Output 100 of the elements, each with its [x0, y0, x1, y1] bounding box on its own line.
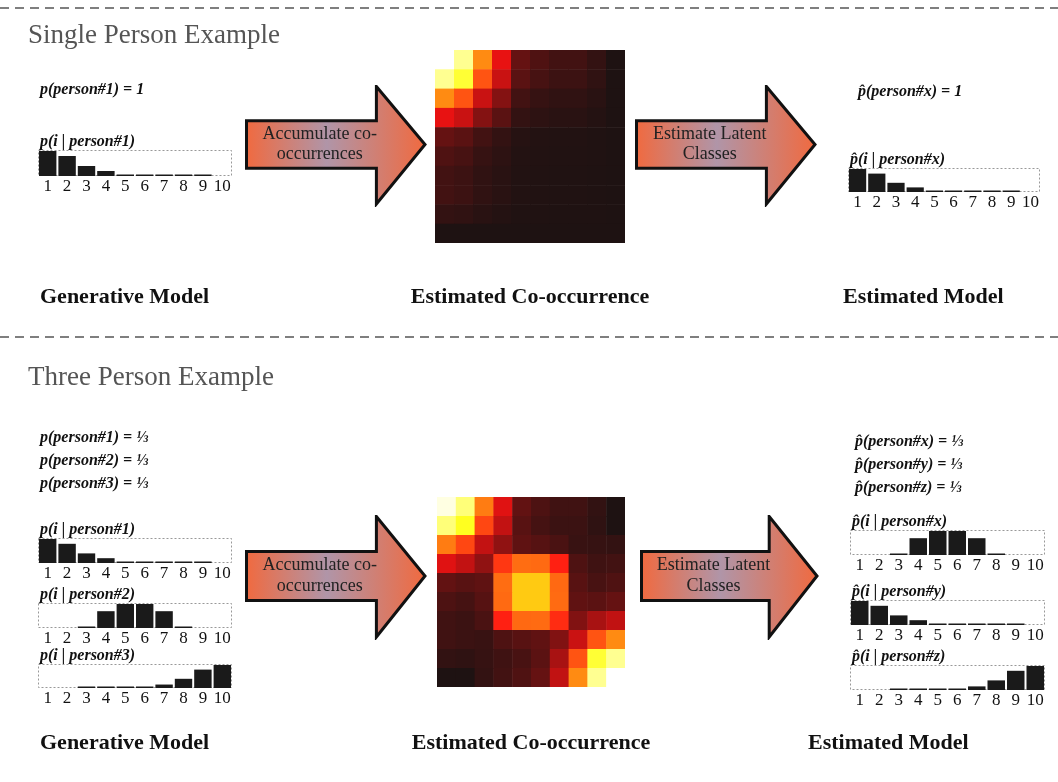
- tick-label: 1: [42, 564, 53, 583]
- panel-caption: Generative Model: [40, 284, 210, 309]
- tick-label: 3: [893, 626, 904, 645]
- tick-label: 10: [212, 564, 232, 583]
- chart-title: p(i | person#1): [40, 132, 136, 150]
- tick-label: 9: [1010, 626, 1021, 645]
- tick-label: 7: [967, 193, 979, 212]
- chart-title: p(i | person#3): [40, 646, 136, 664]
- tick-label: 2: [61, 564, 73, 583]
- tick-label: 5: [120, 689, 131, 708]
- tick-label: 6: [139, 629, 150, 648]
- tick-label: 6: [948, 193, 959, 212]
- tick-label: 8: [178, 177, 189, 196]
- tick-label: 1: [854, 691, 865, 710]
- tick-label: 5: [120, 177, 131, 196]
- tick-label: 10: [212, 177, 232, 196]
- formula: p(person#3) = ⅓: [40, 474, 149, 492]
- tick-label: 4: [909, 193, 921, 212]
- formula: p̂(person#x) = 1: [858, 82, 963, 100]
- tick-label: 4: [100, 689, 112, 708]
- tick-label: 7: [158, 689, 170, 708]
- tick-label: 2: [874, 556, 885, 575]
- tick-label: 6: [952, 691, 963, 710]
- tick-label: 4: [100, 564, 112, 583]
- tick-label: 9: [197, 689, 209, 708]
- tick-label: 1: [42, 689, 53, 708]
- tick-label: 6: [139, 689, 150, 708]
- tick-label: 8: [986, 193, 998, 212]
- arrow-label: Estimate Latent Classes: [655, 554, 772, 596]
- tick-label: 1: [854, 556, 865, 575]
- tick-label: 8: [991, 556, 1002, 575]
- tick-label: 3: [890, 193, 902, 212]
- tick-label: 3: [893, 556, 904, 575]
- tick-label: 8: [178, 629, 189, 648]
- chart-title: p̂(i | person#y): [852, 582, 947, 600]
- tick-label: 2: [61, 689, 73, 708]
- tick-label: 1: [852, 193, 863, 212]
- tick-label: 10: [1025, 626, 1045, 645]
- tick-label: 7: [158, 564, 170, 583]
- section-title: Single Person Example: [28, 20, 280, 50]
- tick-label: 2: [61, 629, 73, 648]
- tick-label: 9: [197, 564, 209, 583]
- tick-label: 6: [139, 564, 150, 583]
- tick-label: 5: [932, 626, 943, 645]
- formula: p(person#1) = ⅓: [40, 428, 149, 446]
- tick-label: 5: [120, 629, 131, 648]
- tick-label: 3: [81, 177, 92, 196]
- tick-label: 1: [854, 626, 865, 645]
- tick-label: 7: [971, 556, 982, 575]
- tick-label: 9: [1010, 691, 1021, 710]
- tick-label: 3: [893, 691, 904, 710]
- tick-label: 4: [913, 626, 924, 645]
- tick-label: 5: [932, 556, 943, 575]
- tick-label: 10: [1025, 691, 1045, 710]
- arrow-label: Accumulate co-occurrences: [261, 554, 378, 596]
- tick-label: 7: [971, 626, 982, 645]
- tick-label: 2: [874, 691, 885, 710]
- arrow-label: Estimate Latent Classes: [651, 122, 768, 164]
- chart-title: p̂(i | person#x): [850, 150, 946, 168]
- tick-label: 3: [81, 564, 92, 583]
- formula: p̂(person#y) = ⅓: [855, 455, 963, 473]
- tick-label: 4: [913, 691, 924, 710]
- tick-label: 10: [1020, 193, 1040, 212]
- panel-caption: Generative Model: [40, 730, 210, 755]
- panel-caption: Estimated Co-occurrence: [409, 284, 651, 309]
- tick-label: 9: [1005, 193, 1017, 212]
- tick-label: 1: [42, 629, 53, 648]
- tick-label: 1: [42, 177, 53, 196]
- tick-label: 4: [100, 629, 112, 648]
- chart-title: p̂(i | person#z): [852, 647, 946, 665]
- tick-label: 2: [61, 177, 73, 196]
- tick-label: 2: [871, 193, 883, 212]
- tick-label: 10: [212, 629, 232, 648]
- formula: p(person#1) = 1: [40, 80, 145, 98]
- tick-label: 9: [1010, 556, 1021, 575]
- tick-label: 3: [81, 629, 92, 648]
- tick-label: 7: [971, 691, 982, 710]
- arrow-label: Accumulate co-occurrences: [261, 122, 378, 164]
- tick-label: 10: [212, 689, 232, 708]
- tick-label: 9: [197, 177, 209, 196]
- panel-caption: Estimated Model: [808, 730, 969, 755]
- chart-title: p̂(i | person#x): [852, 512, 948, 530]
- formula: p̂(person#z) = ⅓: [855, 478, 962, 496]
- tick-label: 8: [991, 691, 1002, 710]
- tick-label: 7: [158, 629, 170, 648]
- tick-label: 4: [913, 556, 924, 575]
- panel-caption: Estimated Co-occurrence: [410, 730, 652, 755]
- formula: p̂(person#x) = ⅓: [855, 432, 964, 450]
- tick-label: 8: [991, 626, 1002, 645]
- chart-title: p(i | person#2): [40, 585, 136, 603]
- tick-label: 9: [197, 629, 209, 648]
- formula: p(person#2) = ⅓: [40, 451, 149, 469]
- tick-label: 6: [952, 626, 963, 645]
- tick-label: 10: [1025, 556, 1045, 575]
- chart-title: p(i | person#1): [40, 520, 136, 538]
- tick-label: 8: [178, 564, 189, 583]
- tick-label: 5: [120, 564, 131, 583]
- section-title: Three Person Example: [28, 362, 274, 392]
- panel-caption: Estimated Model: [843, 284, 1004, 309]
- tick-label: 8: [178, 689, 189, 708]
